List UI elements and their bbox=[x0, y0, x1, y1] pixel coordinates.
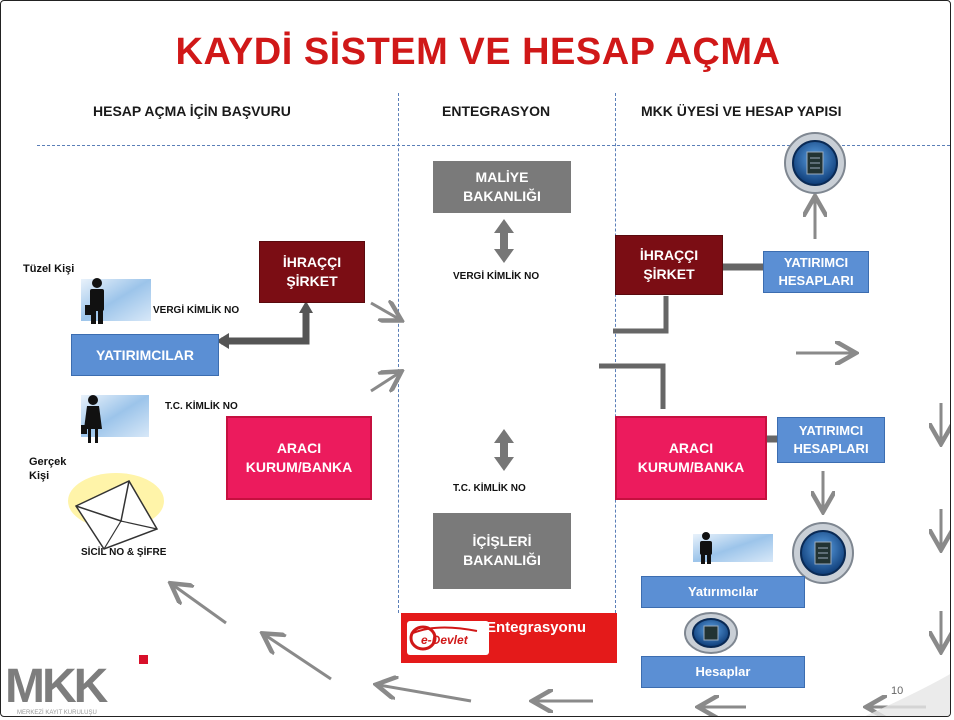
envelope-icon bbox=[68, 473, 164, 550]
box-yatirimci-hesaplari-2: YATIRIMCI HESAPLARI bbox=[777, 417, 885, 463]
edevlet-logo-text: e-Devlet bbox=[421, 633, 468, 647]
database-icon bbox=[792, 522, 854, 584]
label-vergi-kimlik-no-middle: VERGİ KİMLİK NO bbox=[453, 271, 540, 282]
box-ihracci-sirket-right: İHRAÇÇI ŞİRKET bbox=[615, 235, 723, 295]
box-ihracci-sirket: İHRAÇÇI ŞİRKET bbox=[259, 241, 365, 303]
box-yatirimcilar: YATIRIMCILAR bbox=[71, 334, 219, 376]
label-sicil-sifre: SİCİL NO & ŞİFRE bbox=[81, 547, 167, 558]
label-vergi-kimlik-no: VERGİ KİMLİK NO bbox=[153, 305, 240, 316]
mkk-logo: MKK bbox=[5, 660, 108, 713]
column-header-mkk-member: MKK ÜYESİ VE HESAP YAPISI bbox=[641, 103, 842, 119]
database-icon bbox=[684, 612, 738, 654]
edevlet-swoosh-icon bbox=[409, 625, 478, 651]
box-yatirimcilar-right: Yatırımcılar bbox=[641, 576, 805, 608]
edevlet-banner: e-Devlet Entegrasyonu bbox=[401, 613, 617, 663]
label-tc-kimlik-no-middle: T.C. KİMLİK NO bbox=[453, 483, 526, 494]
slide-title: KAYDİ SİSTEM VE HESAP AÇMA bbox=[175, 31, 781, 73]
businessman-icon bbox=[700, 532, 712, 564]
box-icisleri-bakanligi: İÇİŞLERİ BAKANLIĞI bbox=[433, 513, 571, 589]
box-maliye-bakanligi: MALİYE BAKANLIĞI bbox=[433, 161, 571, 213]
column-header-integration: ENTEGRASYON bbox=[442, 103, 551, 119]
column-divider-right bbox=[615, 93, 616, 613]
label-tc-kimlik-no: T.C. KİMLİK NO bbox=[165, 401, 238, 412]
database-icon bbox=[784, 132, 846, 194]
page-number: 10 bbox=[891, 685, 904, 697]
column-header-application: HESAP AÇMA İÇİN BAŞVURU bbox=[93, 103, 291, 119]
edevlet-logo: e-Devlet bbox=[407, 621, 489, 655]
mkk-logo-square bbox=[139, 655, 148, 664]
box-araci-kurum: ARACI KURUM/BANKA bbox=[226, 416, 372, 500]
label-tuzel-kisi: Tüzel Kişi bbox=[23, 263, 75, 275]
box-hesaplar: Hesaplar bbox=[641, 656, 805, 688]
box-araci-kurum-right: ARACI KURUM/BANKA bbox=[615, 416, 767, 500]
label-gercek-kisi: Gerçek Kişi bbox=[29, 456, 67, 483]
mkk-logo-subtitle: MERKEZİ KAYIT KURULUŞU bbox=[17, 710, 97, 716]
label-entegrasyonu: Entegrasyonu bbox=[486, 619, 587, 636]
column-divider-left bbox=[398, 93, 399, 613]
businessman-icon bbox=[85, 278, 104, 324]
businesswoman-icon bbox=[81, 395, 102, 443]
header-divider bbox=[37, 145, 950, 146]
box-yatirimci-hesaplari-1: YATIRIMCI HESAPLARI bbox=[763, 251, 869, 293]
double-arrow-icon bbox=[494, 219, 514, 471]
